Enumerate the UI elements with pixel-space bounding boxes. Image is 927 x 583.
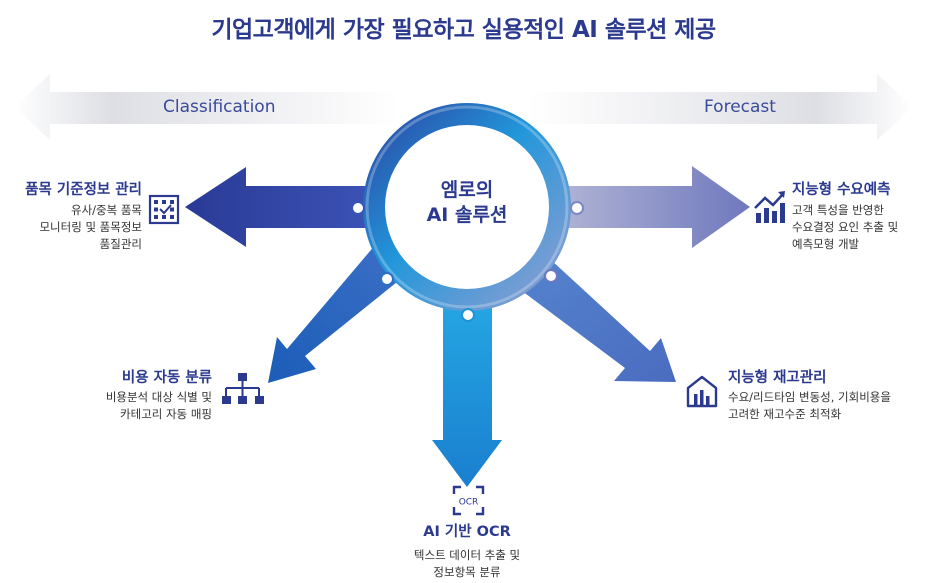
center-label: 엠로의 AI 솔루션 [426, 179, 508, 226]
forecast-label: Forecast [704, 97, 776, 117]
item-master-title: 품목 기준정보 관리 [25, 182, 142, 198]
ocr-title: AI 기반 OCR [423, 524, 511, 540]
arrow-lower-left [268, 244, 402, 383]
grid-check-icon [148, 194, 180, 225]
cost-classification-title: 비용 자동 분류 [121, 370, 212, 386]
arrow-left [185, 167, 390, 247]
dot-right [570, 201, 584, 215]
classification-label: Classification [163, 97, 276, 117]
classification-band [14, 74, 400, 140]
item-master-desc: 유사/중복 품목 모니터링 및 품목정보 품질관리 [39, 203, 142, 251]
inventory-desc: 수요/리드타임 변동성, 기회비용을 고려한 재고수준 최적화 [728, 390, 891, 421]
arrow-right [540, 166, 750, 248]
demand-forecast-title: 지능형 수요예측 [792, 182, 891, 198]
cost-classification-desc: 비용분석 대상 식별 및 카테고리 자동 매핑 [105, 390, 212, 421]
center-core [385, 125, 549, 289]
arrow-down [432, 290, 502, 487]
org-chart-icon [222, 373, 264, 404]
dot-lower-left [380, 272, 394, 286]
forecast-band [528, 74, 913, 140]
dot-bottom [461, 308, 475, 322]
ocr-icon-label: OCR [459, 498, 479, 508]
ocr-desc: 텍스트 데이터 추출 및 정보항목 분류 [413, 548, 521, 579]
dot-lower-right [544, 269, 558, 283]
ocr-scan-icon: OCR [452, 485, 485, 516]
page-title: 기업고객에게 가장 필요하고 실용적인 AI 솔루션 제공 [211, 17, 716, 43]
inventory-title: 지능형 재고관리 [728, 370, 827, 386]
demand-forecast-desc: 고객 특성을 반영한 수요결정 요인 추출 및 예측모형 개발 [792, 203, 899, 251]
trend-chart-icon [754, 191, 785, 223]
dot-left [351, 201, 365, 215]
warehouse-icon [686, 375, 718, 408]
